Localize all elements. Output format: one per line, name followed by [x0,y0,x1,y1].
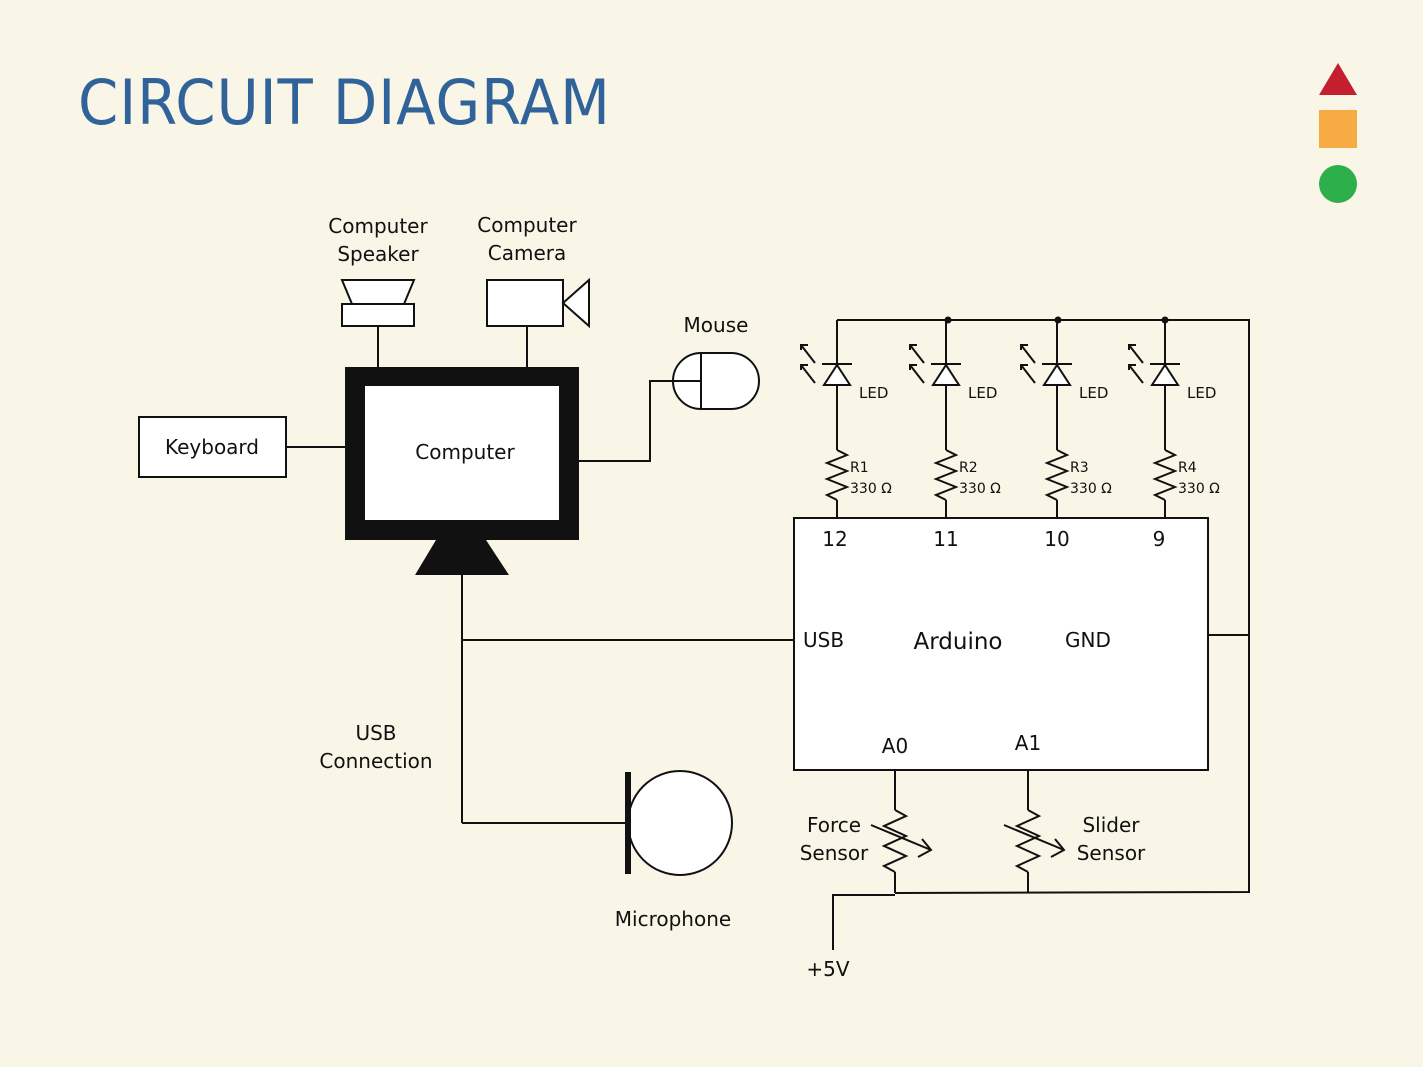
arduino-label: Arduino [913,629,1002,655]
computer-label: Computer [415,440,515,464]
resistor-name: R4 [1178,460,1197,476]
force-sensor-symbol [870,770,933,893]
keyboard-symbol [138,416,287,478]
resistor-name: R1 [850,460,869,476]
camera-label-2: Camera [488,241,567,265]
microphone-symbol [625,770,733,876]
led-label: LED [859,384,888,402]
slider-sensor-symbol [1003,770,1066,893]
force-sensor-label-2: Sensor [800,841,869,865]
page-title: CIRCUIT DIAGRAM [78,66,611,139]
mouse-symbol [579,352,760,462]
legend-circle-icon [1319,165,1357,203]
speaker-label: Computer [328,214,428,238]
led-icon [822,363,852,386]
arduino-usb-pin: USB [803,628,844,652]
slider-sensor-label-2: Sensor [1077,841,1146,865]
force-sensor-label: Force [807,813,861,837]
arduino-pin-11: 11 [933,527,958,551]
legend-square-icon [1319,110,1357,148]
arduino-pin-9: 9 [1153,527,1166,551]
power-5v-label: +5V [806,957,849,981]
usb-connection-label-2: Connection [319,749,432,773]
usb-connection-label: USB [355,721,396,745]
resistor-value: 330 Ω [850,481,892,497]
led-resistor-branch: LED R1 330 Ω [800,320,892,518]
led-resistor-branch: LED R4 330 Ω [1128,320,1220,518]
resistor-icon [933,449,959,501]
arduino-gnd-pin: GND [1065,628,1111,652]
arduino-board [793,517,1209,771]
led-icon [1150,363,1180,386]
resistor-name: R2 [959,460,978,476]
led-icon [1042,363,1072,386]
camera-symbol [486,277,590,368]
speaker-label-2: Speaker [337,242,419,266]
resistor-icon [1044,449,1070,501]
resistor-value: 330 Ω [1178,481,1220,497]
legend-triangle-icon [1319,63,1357,95]
led-resistor-branch: LED R2 330 Ω [909,320,1001,518]
led-label: LED [1079,384,1108,402]
resistor-icon [824,449,850,501]
resistor-value: 330 Ω [959,481,1001,497]
led-label: LED [968,384,997,402]
resistor-value: 330 Ω [1070,481,1112,497]
arduino-a1-pin: A1 [1015,731,1041,755]
keyboard-label: Keyboard [165,435,259,459]
speaker-symbol [340,279,416,368]
led-icon [931,363,961,386]
resistor-name: R3 [1070,460,1089,476]
arduino-pin-12: 12 [822,527,847,551]
arduino-a0-pin: A0 [882,734,908,758]
computer-monitor-symbol [345,367,579,575]
mouse-label: Mouse [684,313,749,337]
microphone-label: Microphone [615,907,731,931]
led-label: LED [1187,384,1216,402]
slider-sensor-label: Slider [1082,813,1140,837]
resistor-icon [1152,449,1178,501]
led-resistor-branch: LED R3 330 Ω [1020,320,1112,518]
camera-label: Computer [477,213,577,237]
arduino-pin-10: 10 [1044,527,1069,551]
